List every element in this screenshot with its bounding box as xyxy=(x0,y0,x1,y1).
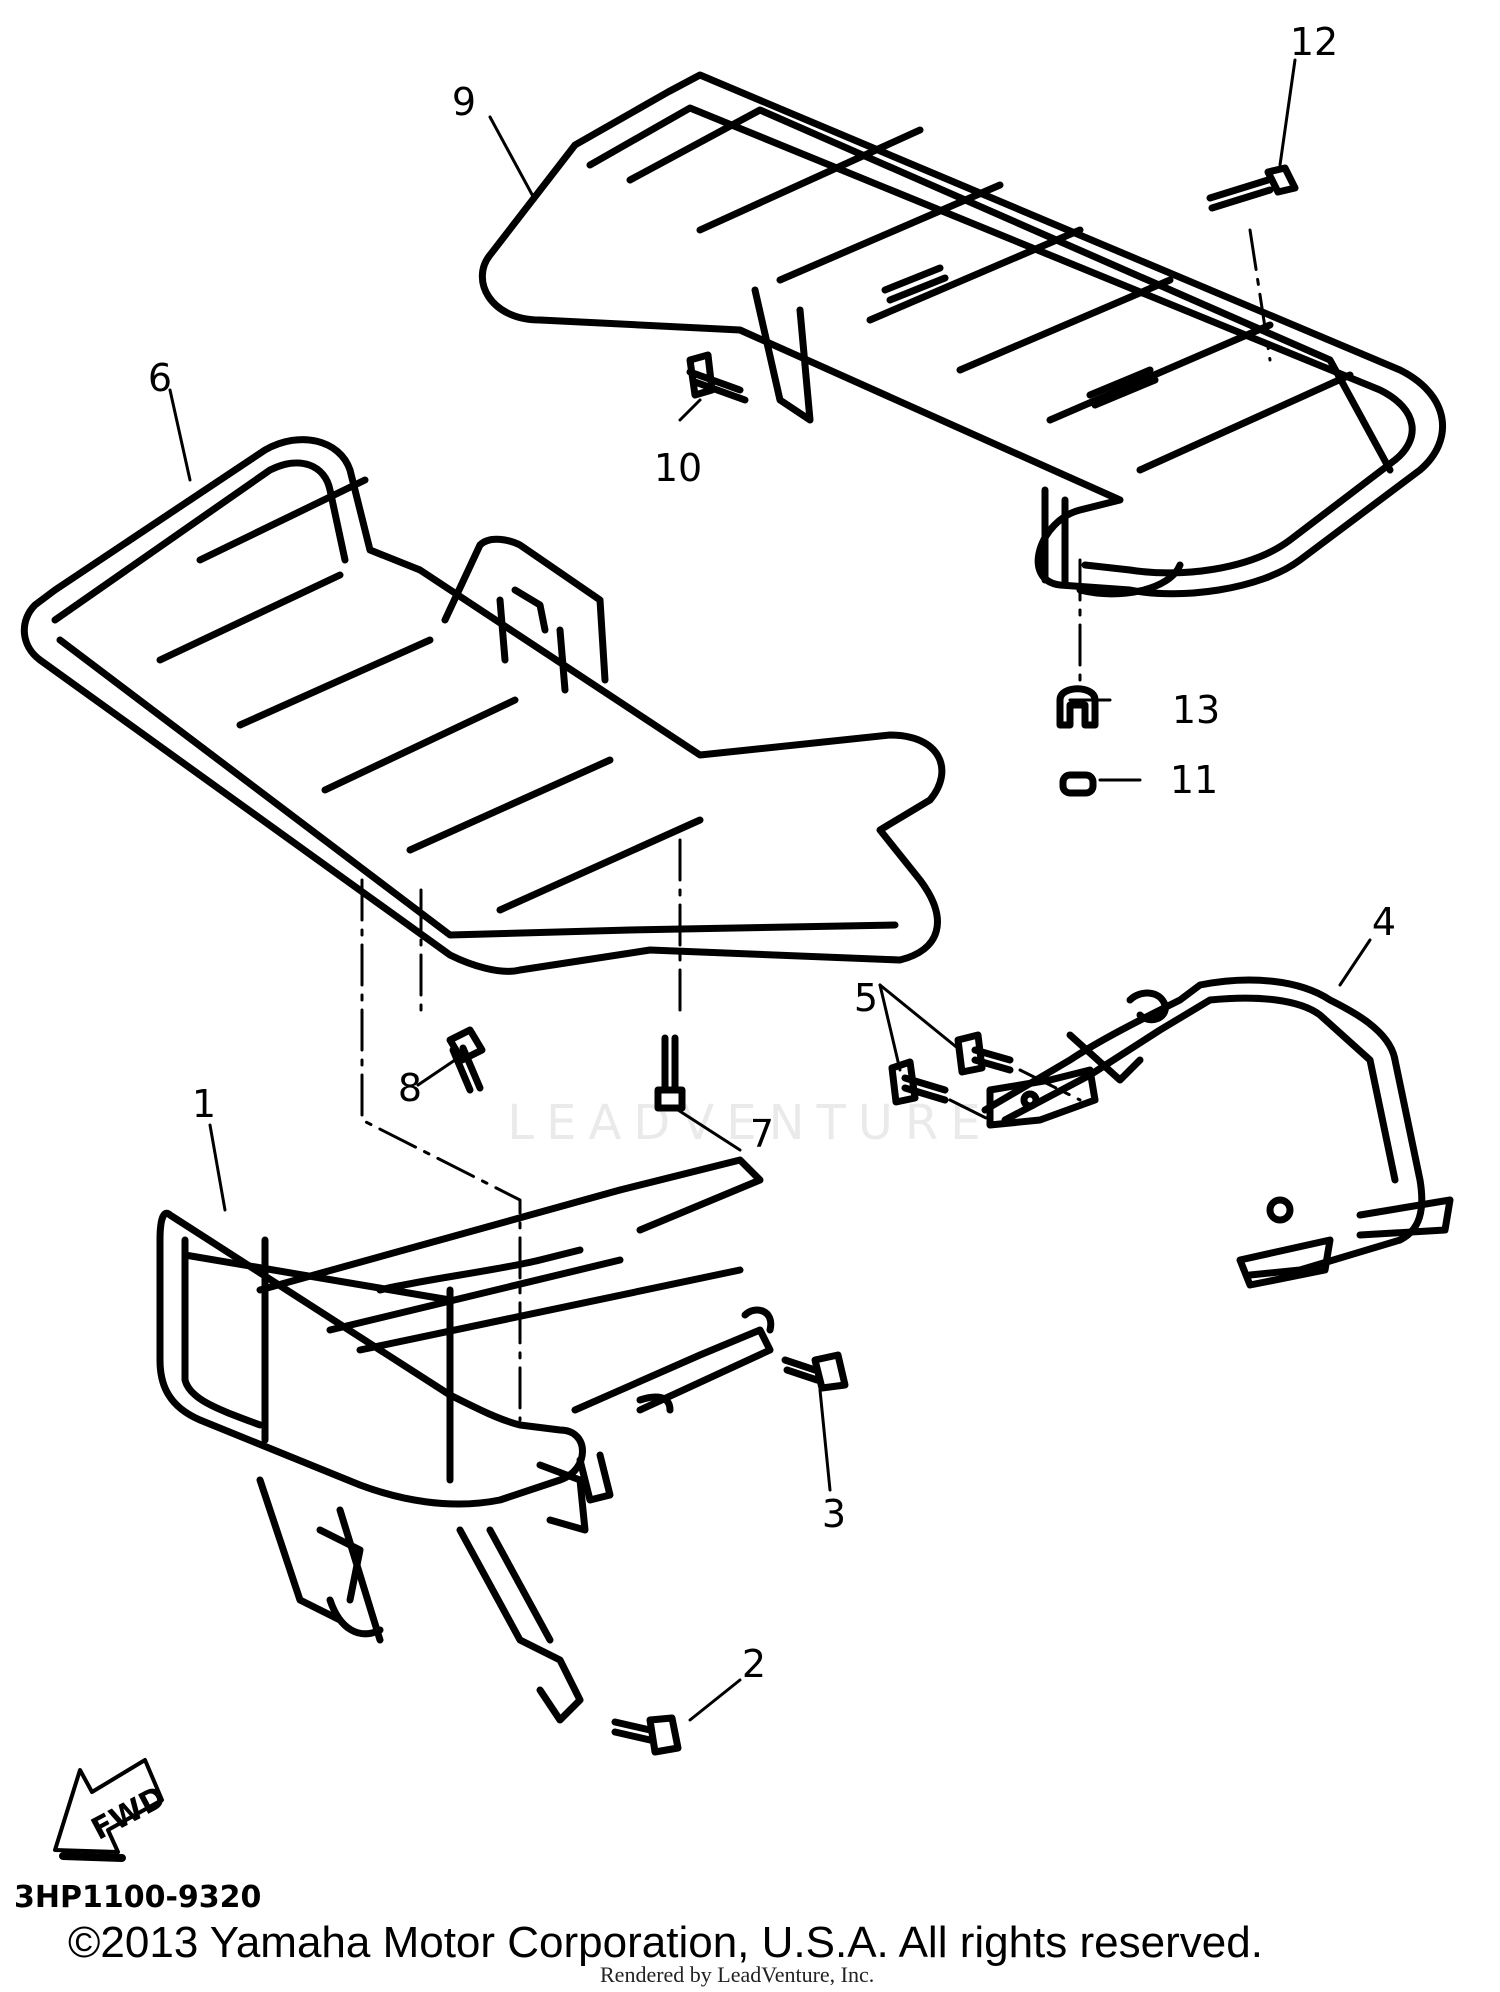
clip-13-icon xyxy=(1056,685,1099,729)
fwd-arrow xyxy=(53,1758,164,1862)
callout-2: 2 xyxy=(741,1642,767,1686)
rendered-by-credit: Rendered by LeadVenture, Inc. xyxy=(600,1962,875,1987)
bolt-10-icon xyxy=(686,351,749,404)
bolt-5a-icon xyxy=(954,1031,1014,1076)
watermark: LEADVENTURE xyxy=(507,1095,993,1151)
copyright-notice: ©2013 Yamaha Motor Corporation, U.S.A. A… xyxy=(68,1918,1263,1967)
pin-11-icon xyxy=(1059,771,1097,797)
callout-7: 7 xyxy=(749,1112,775,1156)
callout-10: 10 xyxy=(653,446,703,490)
callout-5: 5 xyxy=(853,976,879,1020)
front-carrier-part-6 xyxy=(20,436,946,975)
callout-8: 8 xyxy=(397,1066,423,1110)
bolt-5b-icon xyxy=(888,1058,949,1106)
rear-carrier-part-9 xyxy=(478,71,1446,598)
callout-1: 1 xyxy=(191,1082,217,1126)
bolt-8-icon xyxy=(446,1026,486,1094)
callout-9: 9 xyxy=(451,80,477,124)
bolt-2-icon xyxy=(611,1714,682,1756)
callout-6: 6 xyxy=(147,356,173,400)
callout-13: 13 xyxy=(1171,688,1221,732)
bolts xyxy=(446,164,1299,1756)
callout-4: 4 xyxy=(1371,900,1397,944)
guard-bar-part-4 xyxy=(981,976,1454,1289)
callout-12: 12 xyxy=(1289,20,1339,64)
bolt-7-icon xyxy=(654,1034,686,1112)
callout-11: 11 xyxy=(1169,758,1219,802)
part-code: 3HP1100-9320 xyxy=(14,1880,262,1915)
bolt-3-icon xyxy=(781,1351,849,1392)
front-guard-part-1 xyxy=(156,1156,775,1724)
callout-3: 3 xyxy=(821,1492,847,1536)
bolt-12-icon xyxy=(1206,164,1299,212)
